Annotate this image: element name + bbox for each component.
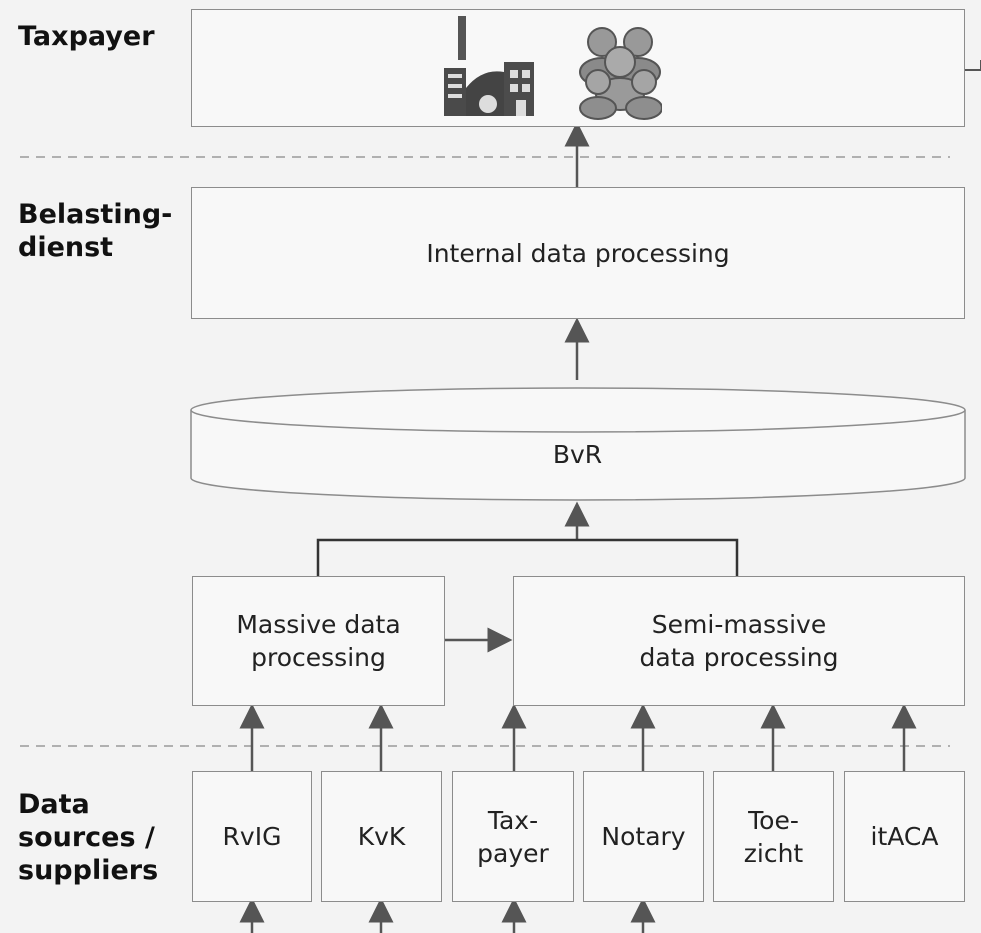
taxpayer-outgoing-line <box>965 60 981 71</box>
taxpayer-box <box>191 9 965 127</box>
lane-label-belastingdienst: Belasting- dienst <box>18 199 173 263</box>
people-group-icon <box>579 27 662 120</box>
taxpayer-icons <box>444 16 662 120</box>
factory-icon <box>444 16 534 116</box>
internal-data-processing-box: Internal data processing <box>191 187 965 319</box>
source-kvk: KvK <box>321 771 442 902</box>
processing-merge-line <box>316 538 739 576</box>
massive-data-processing-box: Massive data processing <box>192 576 445 706</box>
source-itaca: itACA <box>844 771 965 902</box>
lane-label-data-sources: Data sources / suppliers <box>18 789 159 886</box>
bvr-label: BvR <box>552 440 603 469</box>
source-taxpayer: Tax- payer <box>452 771 574 902</box>
source-toezicht: Toe- zicht <box>713 771 834 902</box>
semi-massive-data-processing-box: Semi-massive data processing <box>513 576 965 706</box>
lane-label-taxpayer: Taxpayer <box>18 21 155 52</box>
source-notary: Notary <box>583 771 704 902</box>
bvr-cylinder <box>190 387 966 501</box>
source-rvig: RvIG <box>192 771 312 902</box>
